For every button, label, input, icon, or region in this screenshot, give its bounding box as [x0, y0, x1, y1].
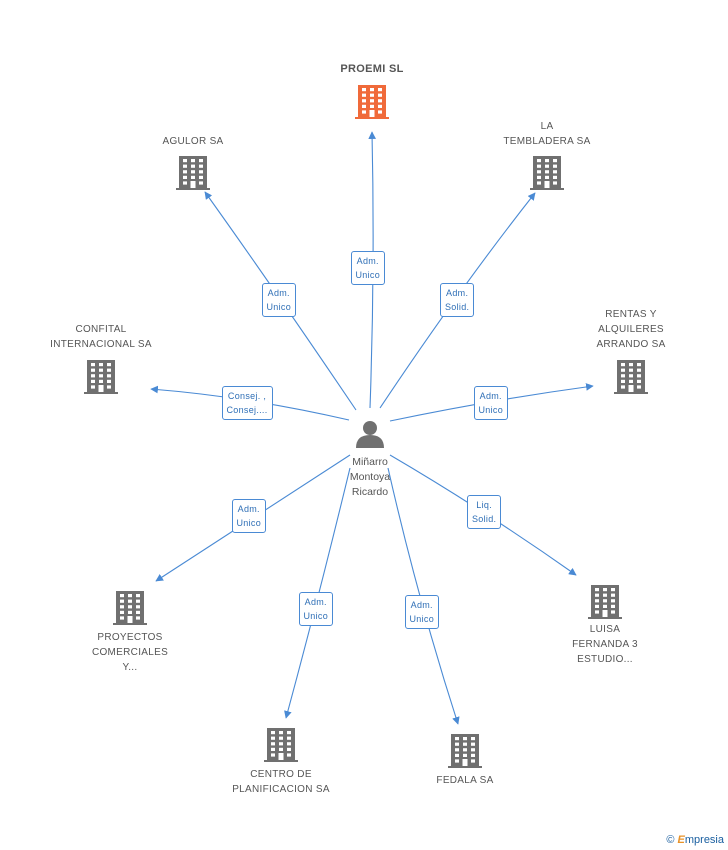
company-label-agulor[interactable]: AGULOR SA: [162, 136, 224, 147]
company-label-luisa[interactable]: LUISA FERNANDA 3 ESTUDIO...: [572, 624, 638, 665]
brand-initial: E: [677, 834, 685, 846]
company-label-proyectos[interactable]: PROYECTOS COMERCIALES Y...: [91, 632, 169, 673]
copyright-symbol: ©: [666, 834, 675, 846]
relation-badge-fedala[interactable]: Adm. Unico: [404, 595, 440, 629]
company-label-rentas[interactable]: RENTAS Y ALQUILERES ARRANDO SA: [596, 309, 666, 350]
latembladera-building-icon[interactable]: [530, 156, 564, 190]
person-name[interactable]: Miñarro Montoya Ricardo: [349, 456, 391, 498]
relation-badge-agulor[interactable]: Adm. Unico: [261, 283, 297, 317]
relation-badge-proemi[interactable]: Adm. Unico: [350, 251, 386, 285]
relation-badge-centro[interactable]: Adm. Unico: [298, 592, 334, 626]
proyectos-building-icon[interactable]: [113, 591, 147, 625]
company-label-fedala[interactable]: FEDALA SA: [436, 775, 494, 786]
company-label-latembladera[interactable]: LA TEMBLADERA SA: [503, 121, 591, 147]
relation-badge-proyectos[interactable]: Adm. Unico: [231, 499, 267, 533]
luisa-building-icon[interactable]: [588, 585, 622, 619]
relation-badge-latembladera[interactable]: Adm. Solid.: [440, 283, 475, 317]
proemi-building-icon[interactable]: [355, 85, 389, 119]
company-label-centro[interactable]: CENTRO DE PLANIFICACION SA: [232, 769, 330, 795]
confital-building-icon[interactable]: [84, 360, 118, 394]
fedala-building-icon[interactable]: [448, 734, 482, 768]
rentas-building-icon[interactable]: [614, 360, 648, 394]
agulor-building-icon[interactable]: [176, 156, 210, 190]
relation-badge-rentas[interactable]: Adm. Unico: [473, 386, 509, 420]
company-label-confital[interactable]: CONFITAL INTERNACIONAL SA: [50, 324, 152, 350]
relation-badge-confital[interactable]: Consej. , Consej....: [221, 386, 273, 420]
centro-building-icon[interactable]: [264, 728, 298, 762]
footer-brand[interactable]: © Empresia: [666, 834, 724, 846]
company-label-proemi[interactable]: PROEMI SL: [340, 63, 404, 75]
brand-name: mpresia: [684, 834, 724, 846]
icons-layer: [84, 85, 648, 768]
person-icon[interactable]: [356, 421, 384, 448]
relation-badge-luisa[interactable]: Liq. Solid.: [467, 495, 502, 529]
